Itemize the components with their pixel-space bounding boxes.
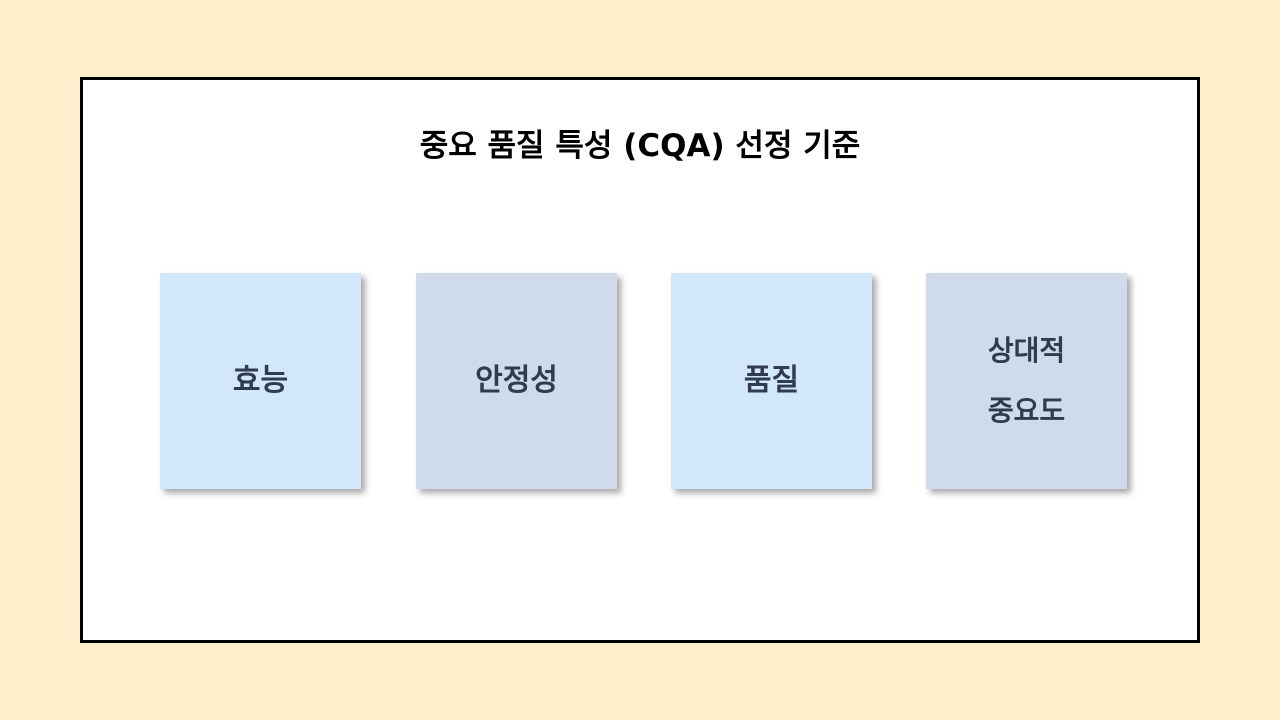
criterion-card-relative-importance: 상대적 중요도 [926, 273, 1127, 489]
card-label: 효능 [232, 363, 289, 398]
criterion-card-stability: 안정성 [416, 273, 617, 489]
slide-frame: 중요 품질 특성 (CQA) 선정 기준 효능 안정성 품질 상대적 중요도 [80, 77, 1200, 643]
card-label-line-1: 상대적 [987, 334, 1066, 367]
card-label: 안정성 [475, 363, 558, 398]
card-label: 품질 [743, 363, 800, 398]
criterion-card-quality: 품질 [671, 273, 872, 489]
criterion-card-efficacy: 효능 [160, 273, 361, 489]
card-label-line-2: 중요도 [987, 394, 1066, 427]
slide-title: 중요 품질 특성 (CQA) 선정 기준 [419, 128, 861, 164]
